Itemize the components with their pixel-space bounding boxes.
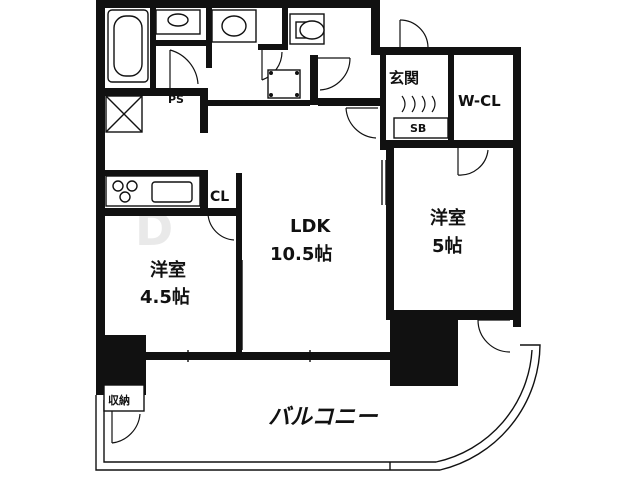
right-room-door — [477, 319, 511, 353]
bath-door — [169, 49, 199, 88]
entrance-label: 玄関 — [389, 69, 419, 87]
wcl-door — [457, 148, 489, 176]
closet-label: CL — [210, 189, 229, 205]
washroom-door — [318, 57, 351, 91]
window-left — [150, 350, 236, 362]
ldk-size: 10.5帖 — [270, 243, 332, 265]
window-ldk — [262, 350, 384, 362]
shoe-box — [393, 95, 449, 139]
storage-label: 収納 — [108, 393, 130, 407]
washbasin — [155, 9, 201, 35]
storage-door — [111, 411, 141, 444]
toilet-door — [261, 50, 283, 81]
western-right-size: 5帖 — [432, 235, 463, 257]
pipe-space-box — [105, 95, 143, 133]
outer-walls — [96, 0, 521, 395]
shoe-box-label: SB — [410, 122, 426, 135]
ldk-name: LDK — [290, 216, 331, 237]
walk-in-closet-label: W-CL — [458, 92, 501, 110]
balcony-outline — [95, 344, 541, 471]
kitchen-counter — [105, 175, 201, 207]
bathtub — [107, 9, 149, 83]
closet-door — [207, 213, 236, 241]
western-left-size: 4.5帖 — [140, 286, 190, 308]
toilet — [289, 13, 325, 45]
vanity-sink — [211, 9, 257, 43]
corridor-door — [345, 107, 378, 139]
balcony-label: バルコニー — [268, 405, 379, 430]
western-right-name: 洋室 — [430, 207, 466, 229]
entrance-door — [399, 19, 429, 48]
pipe-space-label: PS — [168, 93, 184, 106]
washing-machine-space — [267, 69, 301, 99]
western-left-name: 洋室 — [150, 259, 186, 281]
